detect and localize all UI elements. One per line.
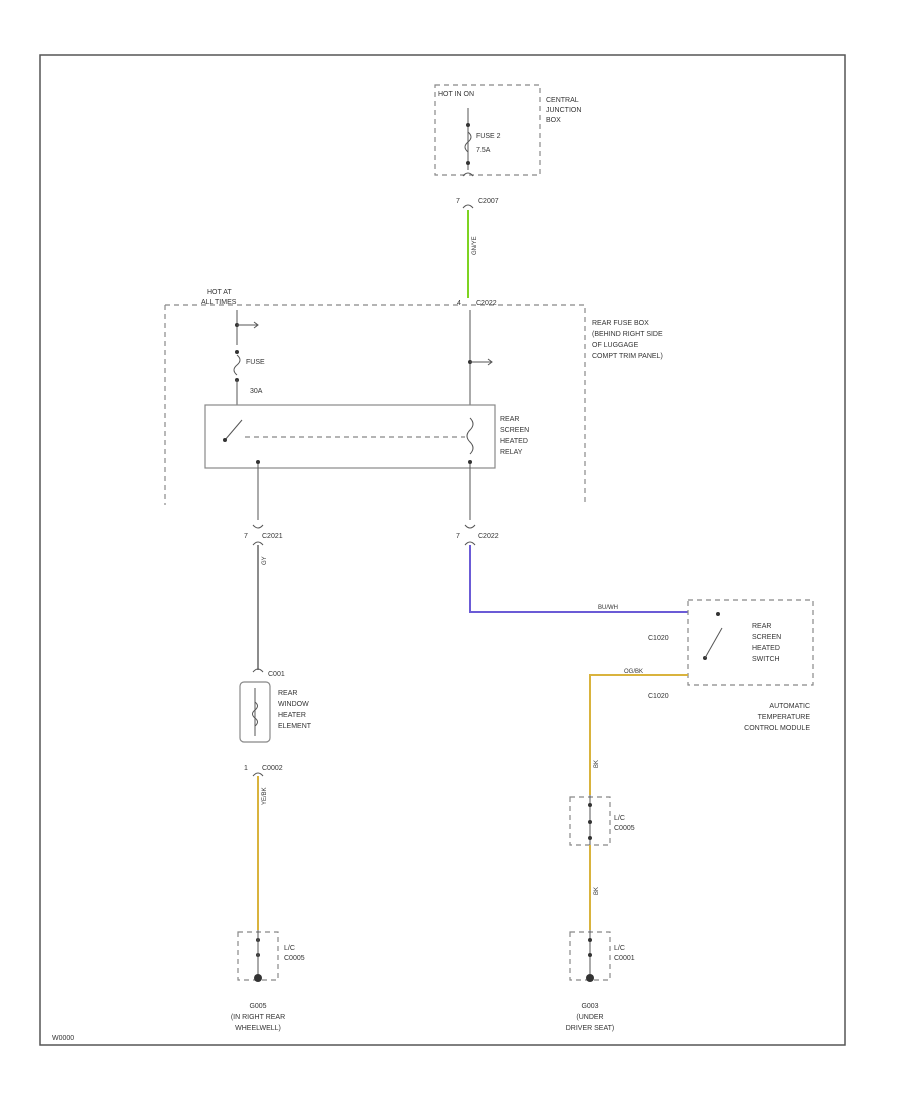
splice-left-label-2: C0005 [284, 955, 305, 962]
c2021-label: C2021 [262, 533, 283, 540]
ground-left-label-3: WHEELWELL) [235, 1025, 281, 1032]
relay-label-3: HEATED [500, 438, 528, 445]
heater-connector-top: C001 [268, 671, 285, 678]
wire-green-label: GN/YE [472, 236, 478, 255]
rear-screen-heated-switch: C1020 C1020 REAR SCREEN HEATED SWITCH [648, 599, 814, 700]
heater-element-icon [252, 701, 258, 727]
heater-label-3: HEATER [278, 712, 306, 719]
wire-gray-label: GY [262, 556, 268, 565]
hot-all-times-1: HOT AT [207, 289, 232, 296]
ground-left-icon [254, 974, 262, 982]
fuse-2-amps: 7.5A [476, 147, 491, 154]
c2022-top-label: C2022 [476, 300, 497, 307]
splice-right-label-1: L/C [614, 945, 625, 952]
ground-right-label-2: (UNDER [576, 1014, 603, 1021]
splice-mid-label-1: L/C [614, 815, 625, 822]
switch-connector-2: C1020 [648, 693, 669, 700]
ground-right-label-1: G003 [581, 1003, 598, 1010]
diagram-id: W0000 [52, 1035, 74, 1042]
rear-screen-heated-relay: REAR SCREEN HEATED RELAY [204, 404, 529, 469]
c2022-pin: 7 [456, 533, 460, 540]
c2021-pin: 7 [244, 533, 248, 540]
fuse-2-label: FUSE 2 [476, 133, 501, 140]
c2022-label: C2022 [478, 533, 499, 540]
splice-left: L/C C0005 [237, 930, 305, 982]
hot-run-label: HOT IN ON [438, 91, 474, 98]
rear-fuse-box-label-4: COMPT TRIM PANEL) [592, 353, 663, 360]
ground-right-label-3: DRIVER SEAT) [566, 1025, 615, 1032]
fuse-30a-label: FUSE [246, 359, 265, 366]
rear-fuse-box-label-1: REAR FUSE BOX [592, 320, 649, 327]
hot-all-times-2: ALL TIMES [201, 299, 237, 306]
splice-mid-label-2: C0005 [614, 825, 635, 832]
fuse-2-icon [464, 131, 472, 153]
relay-label-2: SCREEN [500, 427, 529, 434]
switch-connector-1: C1020 [648, 635, 669, 642]
central-junction-box: HOT IN ON CENTRAL JUNCTION BOX FUSE 2 7.… [434, 84, 581, 177]
heater-label-4: ELEMENT [278, 723, 312, 730]
switch-label-4: SWITCH [752, 656, 780, 663]
splice-right: L/C C0001 [569, 930, 635, 982]
switch-label-2: SCREEN [752, 634, 781, 641]
switch-label-1: REAR [752, 623, 771, 630]
cjb-label-3: BOX [546, 117, 561, 124]
fuse-30a-icon [233, 354, 241, 376]
diagram-frame [39, 54, 846, 1046]
heater-label-1: REAR [278, 690, 297, 697]
wire-yellow-right-a [589, 674, 688, 795]
fuse-30a-amps: 30A [250, 388, 263, 395]
heater-pin-bottom: 1 [244, 765, 248, 772]
module-label-2: TEMPERATURE [758, 714, 811, 721]
c2007-pin: 7 [456, 198, 460, 205]
wire-right-a-label: OG/BK [624, 669, 643, 675]
module-label-3: CONTROL MODULE [744, 725, 810, 732]
rear-fuse-box-label-3: OF LUGGAGE [592, 342, 639, 349]
ground-left-label-1: G005 [249, 1003, 266, 1010]
splice-mid: L/C C0005 [569, 795, 635, 846]
rear-fuse-box-label-2: (BEHIND RIGHT SIDE [592, 331, 663, 338]
wire-violet-label: BU/WH [598, 605, 618, 611]
relay-coil-icon [466, 417, 474, 455]
switch-icon [704, 627, 723, 659]
wire-right-c-label: BK [594, 887, 600, 895]
relay-label-1: REAR [500, 416, 519, 423]
switch-label-3: HEATED [752, 645, 780, 652]
wire-right-b-label: BK [594, 760, 600, 768]
ground-right-icon [586, 974, 594, 982]
rear-fuse-box: 4 C2022 REAR FUSE BOX (BEHIND RIGHT SIDE… [164, 289, 663, 505]
rear-window-heater-element: C001 REAR WINDOW HEATER ELEMENT 1 C0002 [239, 668, 312, 777]
c2022-top-pin: 4 [457, 300, 461, 307]
heater-label-2: WINDOW [278, 701, 309, 708]
cjb-label-2: JUNCTION [546, 107, 581, 114]
cjb-label-1: CENTRAL [546, 97, 579, 104]
relay-label-4: RELAY [500, 449, 523, 456]
splice-right-label-2: C0001 [614, 955, 635, 962]
c2007-label: C2007 [478, 198, 499, 205]
wire-yellow-left-label: YE/BK [262, 787, 268, 805]
heater-connector-bottom: C0002 [262, 765, 283, 772]
splice-left-label-1: L/C [284, 945, 295, 952]
ground-left-label-2: (IN RIGHT REAR [231, 1014, 285, 1021]
relay-switch-icon [224, 419, 243, 441]
module-label-1: AUTOMATIC [769, 703, 810, 710]
wire-violet [469, 545, 688, 613]
